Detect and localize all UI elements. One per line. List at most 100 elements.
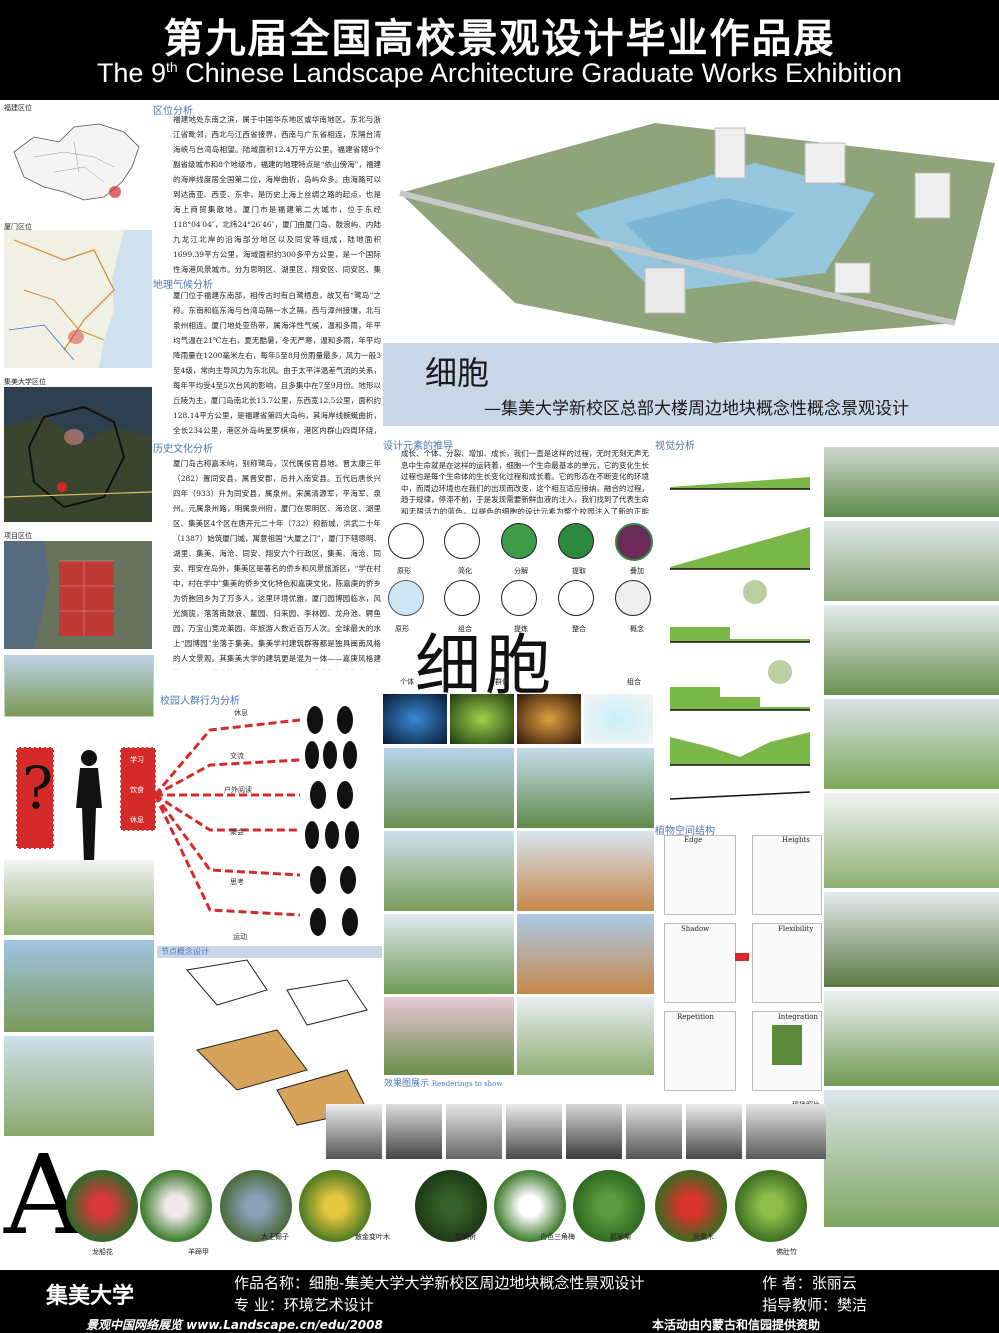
design-derivation-text: 成长、个体、分裂、增加、成长，我们一直是这样的过程，无时无刻无声无息中生命就是在… bbox=[401, 449, 649, 514]
site-photos-column bbox=[824, 447, 999, 1227]
plant-name: 棕榈树 bbox=[455, 1233, 476, 1241]
aerial-render-small bbox=[4, 860, 154, 935]
bridge-render bbox=[4, 940, 154, 1032]
step-label: 提炼 bbox=[514, 625, 528, 633]
plant-photo bbox=[220, 1170, 292, 1242]
footer-bar: 集美大学 作品名称：细胞-集美大学大学新校区周边地块概念性景观设计 专 业：环境… bbox=[0, 1270, 999, 1333]
structure-label: Shadow bbox=[681, 925, 710, 933]
behavior-section-title: 校园人群行为分析 bbox=[160, 696, 240, 707]
site-map-label: 项目区位 bbox=[4, 532, 32, 540]
fujian-location-map bbox=[4, 112, 152, 210]
step-prototype-icon bbox=[388, 523, 424, 559]
structure-label: Integration bbox=[778, 1013, 819, 1021]
plant-photo bbox=[66, 1170, 138, 1242]
integrate-lines-icon bbox=[558, 580, 594, 616]
design-section-title: 设计元素的推导 bbox=[383, 441, 453, 452]
jimei-map-label: 集美大学区位 bbox=[4, 378, 46, 386]
question-mark-glyph: ? bbox=[22, 754, 54, 822]
bw-site-photos bbox=[326, 1104, 826, 1159]
plant-photo bbox=[415, 1170, 487, 1242]
work-name: 作品名称：细胞-集美大学大学新校区周边地块概念性景观设计 bbox=[234, 1274, 645, 1292]
plant-name: 大王椰子 bbox=[261, 1233, 289, 1241]
structure-label: Flexibility bbox=[778, 925, 814, 933]
campus-site-photo bbox=[4, 655, 154, 717]
step-label: 个体 bbox=[400, 678, 414, 686]
site-satellite-map bbox=[4, 541, 152, 649]
step-decompose-icon bbox=[501, 523, 537, 559]
plant-photo bbox=[655, 1170, 727, 1242]
behavior-label: 聚会 bbox=[230, 828, 244, 836]
visual-sections-diagrams bbox=[660, 447, 820, 807]
teacher-field: 指导教师：樊洁 bbox=[762, 1296, 868, 1314]
step-extract-icon bbox=[558, 523, 594, 559]
plant-name: 鹅掌柴 bbox=[610, 1233, 631, 1241]
activity-label: 休息 bbox=[130, 816, 144, 824]
step-label: 简化 bbox=[458, 567, 472, 575]
cell-watermark-text: 细胞 bbox=[415, 627, 555, 704]
plant-name: 佛肚竹 bbox=[776, 1248, 797, 1256]
step-label: 原形 bbox=[395, 625, 409, 633]
step-label: 分解 bbox=[514, 567, 528, 575]
plant-photo bbox=[140, 1170, 212, 1242]
cell-microscope-photos bbox=[383, 694, 653, 744]
structure-label: Repetition bbox=[677, 1013, 714, 1021]
activity-silhouettes bbox=[300, 700, 375, 940]
history-section-title: 历史文化分析 bbox=[153, 444, 213, 455]
climate-analysis-text: 厦门位于福建东南部，相传古时有白鹭栖息，故又有“鹭岛”之称。东南和临东海与台湾岛… bbox=[173, 291, 381, 435]
concept-grid-icon bbox=[615, 580, 651, 616]
xiamen-location-map bbox=[4, 230, 152, 368]
teacher-name: 樊洁 bbox=[837, 1296, 868, 1314]
plant-photo bbox=[573, 1170, 645, 1242]
project-title-band bbox=[383, 343, 999, 426]
activity-label: 饮食 bbox=[130, 786, 144, 794]
location-section-title: 区位分析 bbox=[153, 106, 193, 117]
integration-shape bbox=[772, 1025, 802, 1065]
scene-section-title: 效果图展示 Renderings to show bbox=[384, 1079, 503, 1089]
history-analysis-text: 厦门岛古称嘉禾屿，别称鹭岛，汉代属侯官县地。晋太康三年（282）置同安县，属晋安… bbox=[173, 459, 381, 670]
step-label: 提取 bbox=[572, 567, 586, 575]
arrow-right-icon bbox=[735, 953, 749, 961]
plant-photo bbox=[494, 1170, 566, 1242]
plant-photo bbox=[735, 1170, 807, 1242]
plant-structure-title: 植物空间结构 bbox=[655, 826, 715, 837]
question-box bbox=[16, 747, 54, 849]
jimei-satellite-map bbox=[4, 387, 152, 522]
behavior-label: 户外阅读 bbox=[224, 786, 252, 794]
sponsor-line: 本活动由内蒙古和信园提供资助 bbox=[652, 1318, 821, 1332]
plaza-render bbox=[4, 1036, 154, 1136]
plant-name: 龙船花 bbox=[92, 1248, 113, 1256]
location-analysis-text: 福建地处东南之滨，属于中国华东地区或华南地区。东北与浙江省毗邻，西北与江西省接界… bbox=[173, 115, 381, 274]
refine-lines-icon bbox=[501, 580, 537, 616]
author-field: 作 者：张丽云 bbox=[762, 1274, 857, 1292]
plant-name: 散金变叶木 bbox=[355, 1233, 390, 1241]
visual-section-title: 视觉分析 bbox=[655, 441, 695, 452]
step-label: 概念 bbox=[630, 625, 644, 633]
step-label: 叠加 bbox=[630, 567, 644, 575]
behavior-connector-lines bbox=[150, 700, 310, 940]
fujian-map-label: 福建区位 bbox=[4, 104, 32, 112]
structure-label: Edge bbox=[684, 836, 703, 844]
design-steps-row-1 bbox=[388, 523, 653, 563]
climate-section-title: 地理气候分析 bbox=[153, 280, 213, 291]
node-title-band bbox=[157, 946, 382, 958]
project-title: 细胞 bbox=[425, 354, 490, 392]
plant-name: 羊蹄甲 bbox=[188, 1248, 209, 1256]
master-plan-aerial-render bbox=[395, 103, 999, 343]
rendering-grid bbox=[384, 748, 654, 1075]
project-subtitle: —集美大学新校区总部大楼周边地块概念性概念景观设计 bbox=[484, 399, 909, 419]
plant-name: 凤凰木 bbox=[693, 1233, 714, 1241]
behavior-label: 交流 bbox=[230, 752, 244, 760]
combine-lines-icon bbox=[444, 580, 480, 616]
school-name: 集美大学 bbox=[46, 1284, 135, 1309]
header-banner: 第九届全国高校景观设计毕业作品展 The 9th Chinese Landsca… bbox=[0, 0, 999, 100]
author-name: 张丽云 bbox=[811, 1274, 857, 1292]
plant-photo bbox=[299, 1170, 371, 1242]
step-label: 组合 bbox=[627, 678, 641, 686]
exhibition-title-cn: 第九届全国高校景观设计毕业作品展 bbox=[163, 16, 836, 62]
step-label: 原形 bbox=[397, 567, 411, 575]
design-steps-row-2 bbox=[388, 580, 653, 620]
node-section-title: 节点概念设计 bbox=[161, 947, 209, 956]
step-label: 整合 bbox=[572, 625, 586, 633]
step-overlay-icon bbox=[615, 523, 653, 561]
structure-label: Heights bbox=[782, 836, 810, 844]
